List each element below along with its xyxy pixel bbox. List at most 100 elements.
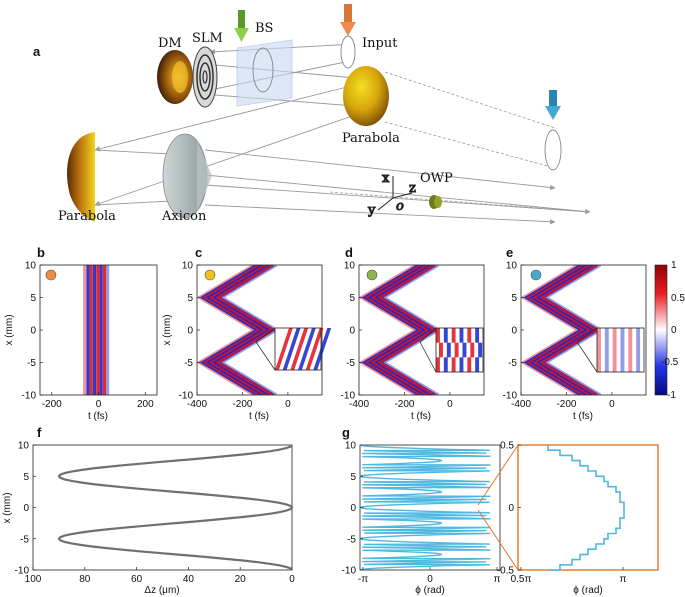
fringe-line [364,265,426,395]
ytick-label: 0.5 [500,441,514,452]
label-bs: BS [255,21,273,36]
label-axis-x: x [382,171,390,186]
inset-stripe [305,328,324,370]
phase-line [358,444,491,571]
inset-block [459,357,464,372]
colorbar-tick-0.5: 0.5 [671,293,685,304]
inset-block [467,328,472,343]
inset-block [478,342,483,358]
fringe-line [205,265,267,395]
ytick-label: 0 [187,326,193,337]
fringe-line [209,265,270,395]
panel-label-d: d [345,245,353,260]
ytick-label: -0.5 [497,566,515,577]
ytick-label: 10 [18,441,30,452]
xlabel-c: t (fs) [249,411,269,422]
xtick-label: -200 [556,399,576,410]
ytick-label: 0 [511,326,517,337]
ylabel-f: x (mm) [2,492,13,523]
xtick-label: 0 [427,574,433,585]
inset-block [443,357,448,372]
ytick-label: -10 [341,391,356,402]
colorbar-tick-neg0.5: -0.5 [661,357,679,368]
ytick-label: 0 [508,503,514,514]
ylabel-b: x (mm) [4,314,15,345]
ytick-label: 0 [350,503,356,514]
inset-stripe [612,328,617,372]
ytick-label: -5 [20,534,29,545]
label-parabola-top: Parabola [342,131,400,146]
ytick-label: 10 [25,261,37,272]
inset-block [470,342,475,358]
xlabel-g: ϕ (rad) [415,585,445,596]
inset-stripe [597,328,601,372]
xtick-label: π [494,574,501,585]
inset-d [419,327,484,373]
xlabel-g-zoom: ϕ (rad) [573,585,603,596]
heatmap-d-fringes [359,265,442,395]
xlabel-d: t (fs) [411,411,431,422]
fringe-line [529,265,591,395]
spatial-light-modulator: SLM [192,31,223,108]
label-input: Input [362,36,398,51]
ytick-label: 10 [345,441,357,452]
curve-f-line [57,444,294,571]
colorbar: 1 0.5 0 -0.5 -1 [654,260,685,401]
inset-stripe [636,328,641,372]
phase-curve-g [358,444,491,571]
xtick-label: π [620,574,627,585]
inset-block [467,357,472,372]
fringe-line [377,265,439,395]
ytick-label: 0 [30,326,36,337]
inset-stripe [604,328,609,372]
xtick-label: 200 [137,399,154,410]
heatmap-c-fringes [197,265,280,395]
ytick-label: -5 [184,358,193,369]
inset-block [446,342,451,358]
ytick-label: -10 [15,566,30,577]
deformable-mirror: DM [157,36,193,104]
marker-dot-e [530,269,542,281]
axicon: Axicon [161,133,212,224]
xtick-label: 20 [235,574,247,585]
panel-label-e: e [506,245,513,260]
coordinate-axes: x y z o [367,171,417,219]
xtick-label: 80 [79,574,91,585]
fringe-line [199,265,261,395]
colorbar-tick-0: 0 [671,325,677,336]
xtick-label: 60 [131,574,143,585]
beam-paths [94,43,591,225]
ytick-label: -5 [27,358,36,369]
owp-pulse-icon: OWP [420,171,453,209]
input-beam: Input [340,4,398,69]
ytick-label: -5 [508,358,517,369]
xlabel-f: Δz (μm) [144,585,179,596]
parabola-top: Parabola [342,66,400,146]
xtick-label: -200 [232,399,252,410]
fringe-line [367,265,429,395]
xtick-label: -200 [42,399,62,410]
parabola-left: Parabola [58,132,116,224]
marker-dot-c [204,269,216,281]
panel-a-setup: a DM [33,4,591,225]
inset-c [255,327,332,371]
label-parabola-left: Parabola [58,209,116,224]
inset-block [451,328,456,343]
inset-stripe [298,328,316,370]
ytick-label: 5 [23,472,29,483]
inset-stripe [313,328,332,370]
xlabel-b: t (fs) [88,411,108,422]
inset-block [454,342,459,358]
label-slm: SLM [192,31,223,46]
label-dm: DM [158,36,182,51]
inset-stripe [275,328,293,370]
fringe-line [523,265,585,395]
